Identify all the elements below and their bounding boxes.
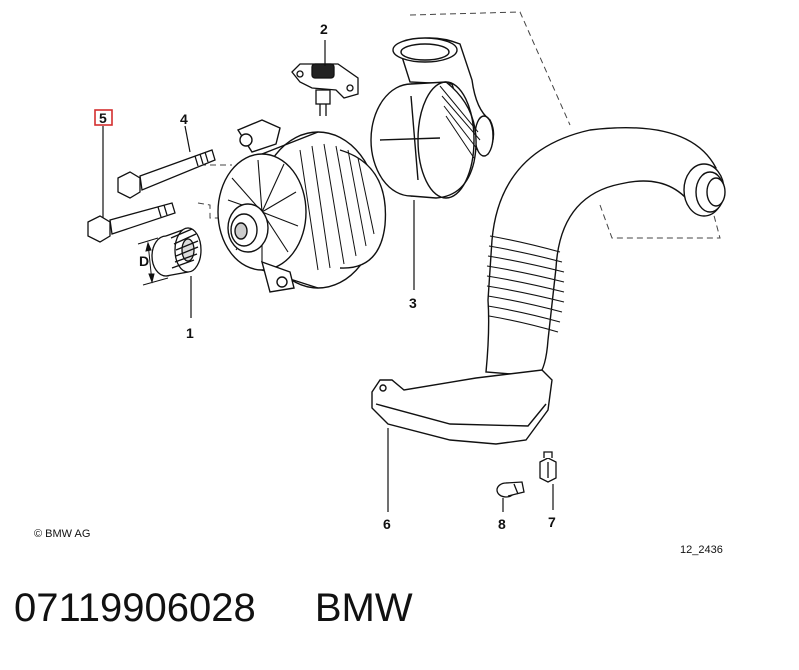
callout-3: 3	[409, 295, 417, 311]
diagram-code: 12_2436	[680, 544, 723, 556]
callout-4: 4	[180, 111, 188, 127]
air-duct-shroud[interactable]	[370, 37, 495, 199]
callout-2: 2	[320, 21, 328, 37]
callout-6: 6	[383, 516, 391, 532]
plastic-clip-nut[interactable]	[539, 451, 557, 483]
copyright-label: © BMW AG	[34, 528, 90, 540]
air-intake-hose[interactable]	[371, 127, 726, 445]
callout-7: 7	[548, 514, 556, 530]
callout-5: 5	[99, 110, 107, 126]
dimension-d-label: D	[139, 253, 149, 269]
alternator-pulley[interactable]	[151, 227, 202, 277]
callout-5-highlight	[94, 109, 113, 126]
callout-8: 8	[498, 516, 506, 532]
clip-bolt[interactable]	[496, 481, 525, 498]
voltage-regulator[interactable]	[291, 63, 359, 116]
part-number-bar: 07119906028 BMW	[14, 586, 413, 631]
alternator[interactable]	[217, 119, 387, 293]
bolt-lower[interactable]	[87, 202, 176, 243]
callout-1: 1	[186, 325, 194, 341]
brand-name: BMW	[314, 586, 413, 630]
callout-leader-lines	[102, 40, 554, 512]
part-number: 07119906028	[14, 586, 256, 630]
dimension-d-marker	[137, 237, 169, 286]
bolt-upper[interactable]	[117, 149, 216, 199]
